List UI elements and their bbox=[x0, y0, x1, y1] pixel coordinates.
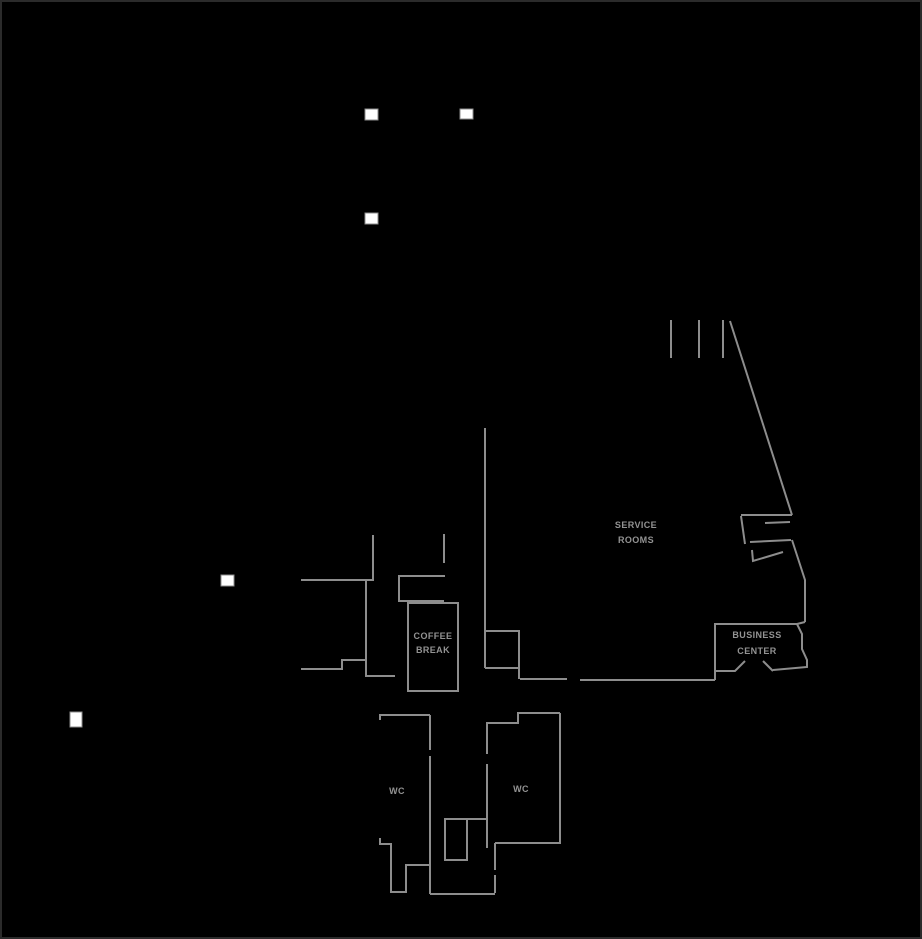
column-marker bbox=[364, 108, 379, 121]
room-label-wc-right: WC bbox=[491, 782, 551, 797]
room-label-coffee-break: COFFEE BREAK bbox=[373, 629, 493, 657]
room-label-line: WC bbox=[513, 784, 529, 794]
column-marker bbox=[459, 108, 474, 120]
room-coffee-walls bbox=[301, 534, 459, 692]
wall-diagonal-right bbox=[729, 320, 806, 622]
room-label-line: COFFEE bbox=[413, 631, 453, 641]
column-markers bbox=[69, 108, 474, 728]
room-service-walls bbox=[484, 428, 520, 679]
room-label-line: WC bbox=[389, 786, 405, 796]
room-label-line: SERVICE bbox=[614, 520, 658, 530]
room-business-center-walls bbox=[714, 621, 808, 680]
wc-cabin-outline bbox=[444, 818, 468, 861]
room-label-service-rooms: SERVICE ROOMS bbox=[576, 518, 696, 548]
column-marker bbox=[69, 711, 83, 728]
wall-corridor bbox=[520, 678, 715, 681]
coffee-break-room-outline bbox=[407, 602, 459, 692]
room-label-line: ROOMS bbox=[617, 535, 654, 545]
wall-ticks-top-right bbox=[670, 320, 724, 358]
column-marker bbox=[364, 212, 379, 225]
room-label-business-center: BUSINESS CENTER bbox=[697, 627, 817, 659]
room-label-line: CENTER bbox=[737, 646, 777, 656]
room-wc-walls bbox=[379, 712, 561, 895]
room-label-line: BUSINESS bbox=[732, 630, 782, 640]
column-marker bbox=[220, 574, 235, 587]
room-label-wc-left: WC bbox=[367, 784, 427, 799]
room-label-line: BREAK bbox=[415, 645, 450, 655]
